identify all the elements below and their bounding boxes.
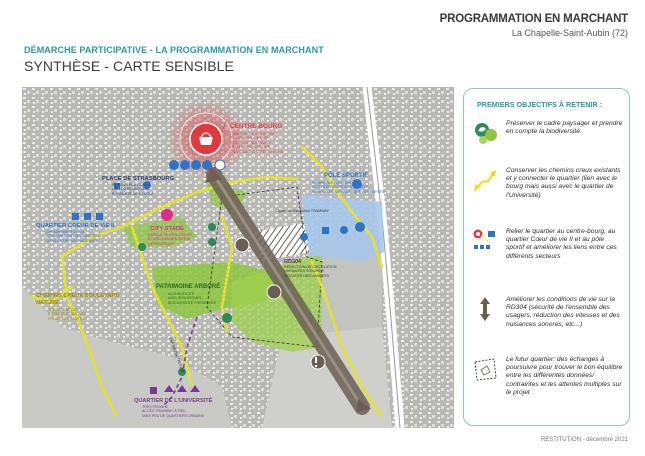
label-chemins-creux: CHEMINS CREUX BOULEVARD NATURE [36,293,120,306]
poi-icons [72,159,365,394]
path-arrows-icon [474,170,496,191]
label-patrimoine-arbore: PATRIMOINE ARBORÉ [156,284,221,290]
walking-paths [30,145,384,419]
rd304-arrow-end [356,399,371,412]
green-zone [122,217,197,247]
objective-item: Relier le quartier au centre-bourg, au q… [472,228,622,288]
open-land [22,287,232,428]
objective-text: Améliorer les conditions de vie sur la R… [506,296,620,328]
green-zone [232,252,322,352]
header-title: PROGRAMMATION EN MARCHANT [439,13,629,25]
leaf-icon [475,123,497,144]
footer-note: RESTITUTION - décembre 2021 [540,437,628,443]
label-centre-bourg: CENTRE-BOURG [230,123,283,130]
rd304-icons [234,237,326,370]
objectives-panel: PREMIERS OBJECTIFS À RETENIR : Préserver… [463,88,630,426]
objective-text: Le futur quartier: des échanges à poursu… [506,356,623,396]
neighborhood-link-icon [473,229,495,249]
objective-text: Conserver les chemins creux existants et… [506,167,621,199]
header-subtitle: La Chapelle-Saint-Aubin (72) [511,28,628,38]
label-place-strasbourg: PLACE DE STRASBOURG [102,176,175,182]
map-graphics [22,87,454,428]
study-perimeter [206,186,323,348]
objective-item: Le futur quartier: des échanges à poursu… [472,356,622,416]
rd304-axis [212,174,364,408]
label-quartier-universite: QUARTIER DE L'UNIVERSITÉ [134,398,213,404]
objective-item: Améliorer les conditions de vie sur la R… [472,296,622,348]
objective-item: Conserver les chemins creux existants et… [472,167,622,219]
objective-item: Préserver le cadre paysager et prendre e… [472,120,622,160]
basket-icon-body [199,137,213,145]
open-land [322,237,382,357]
callout-line [221,118,228,133]
page-title: SYNTHÈSE - CARTE SENSIBLE [24,58,234,74]
university-link [161,316,198,408]
objective-text: Relier le quartier au centre-bourg, au q… [506,228,617,260]
future-district-icon [474,358,497,381]
label-city-stade: CITY-STADE [150,226,185,232]
objectives-title: PREMIERS OBJECTIFS À RETENIR : [477,100,602,109]
note-secondary: Lignes de distribution TRAMWAY [276,209,329,213]
label-quartier-coeur-vie: QUARTIER COEUR DE VIE II [36,223,115,229]
objective-text: Préserver le cadre paysager et prendre e… [506,120,623,136]
page-kicker: DÉMARCHE PARTICIPATIVE - LA PROGRAMMATIO… [24,45,324,55]
basket-icon-handle [200,132,212,138]
label-rd304: RD304 [284,259,302,265]
road-arrow-icon [480,297,490,321]
label-pole-sportif: PÔLE SPORTIF [324,173,369,179]
